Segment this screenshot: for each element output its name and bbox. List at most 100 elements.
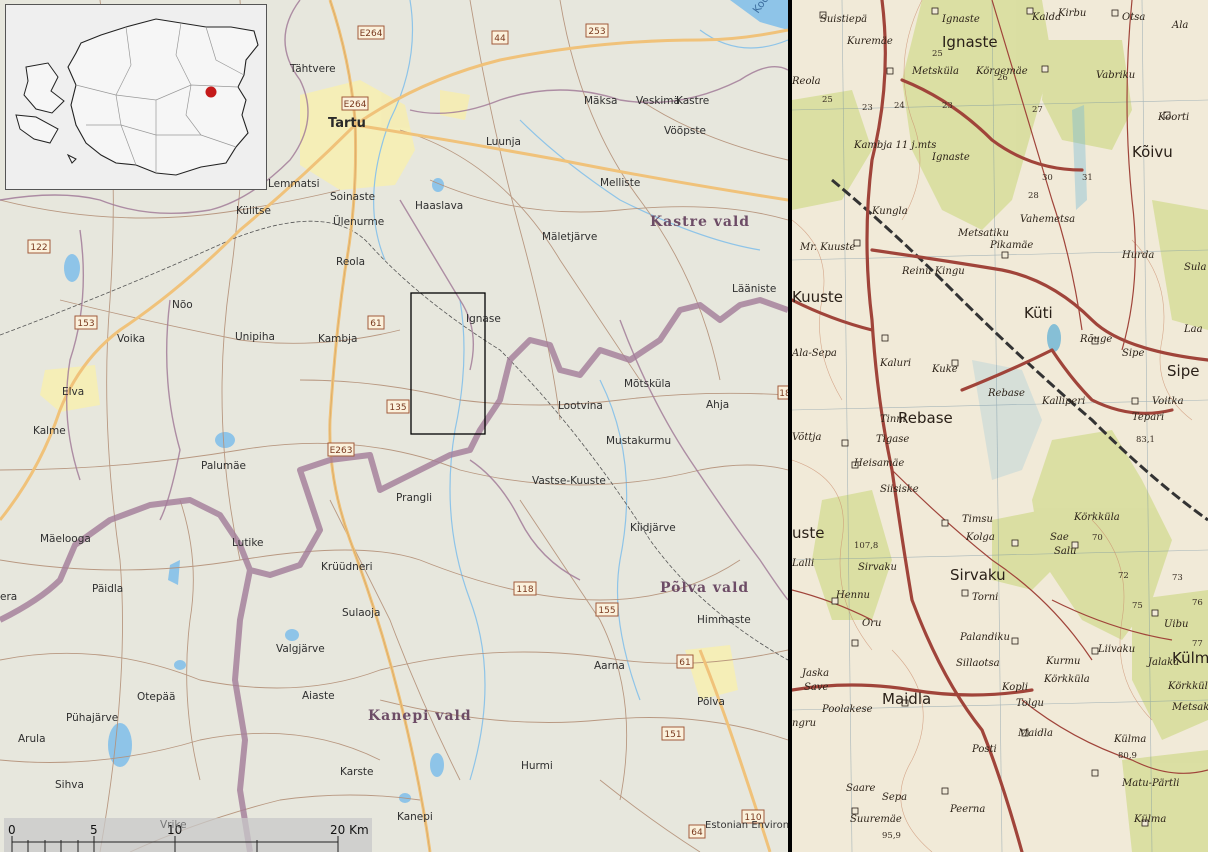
urban-areas [40,80,738,700]
label-arula: Arula [18,733,46,745]
label-kalme: Kalme [33,425,66,437]
old-label-kuke: Kuke [931,364,958,375]
shield-118: 118 [513,581,537,596]
old-label-siisiske: Siisiske [880,484,919,495]
shield-61-bottom: 61 [676,654,694,669]
svg-text:27: 27 [1032,105,1043,115]
old-label-jaska: Jaska [800,668,829,679]
label-tahtvere: Tähtvere [289,63,336,75]
svg-text:151: 151 [664,730,681,740]
svg-text:73: 73 [1172,573,1183,583]
old-label-ala: Ala [1171,20,1188,31]
old-label-palandiku: Palandiku [959,632,1010,643]
old-label-sae: Sae [1050,532,1069,543]
old-label-tepari: Tepari [1132,412,1164,423]
shield-e263: E263 [327,442,355,457]
old-label-rebase-small: Rebase [987,388,1025,399]
old-label-sirvaku-small: Sirvaku [858,562,897,573]
old-label-kalda: Kalda [1031,12,1061,23]
study-area-box [410,292,486,435]
label-maelooga: Mäelooga [40,533,91,545]
old-label-timsu: Timsu [962,514,993,525]
old-label-sula: Sula [1184,262,1206,273]
old-label-tolgu: Tolgu [1016,698,1044,709]
old-label-kulma-small: Külma [1113,734,1146,745]
svg-text:155: 155 [598,606,615,616]
svg-text:110: 110 [744,813,761,823]
label-vastse-kuuste: Vastse-Kuuste [532,475,606,487]
boundaries-thin [0,0,788,601]
shield-e264-top: E264 [357,25,385,40]
label-sihva: Sihva [55,779,84,791]
old-label-height-80: 80,9 [1118,751,1137,761]
svg-text:77: 77 [1192,639,1203,649]
old-label-pikamae: Pikamäe [989,240,1033,251]
old-label-heisamae: Heisamäe [853,458,904,469]
svg-text:30: 30 [1042,173,1053,183]
old-label-korgemae: Körgemäe [975,66,1028,77]
shield-18: 18 [777,385,788,400]
old-label-metskula: Metsküla [911,66,959,77]
label-kanepi-vald: Kanepi vald [368,708,472,724]
svg-text:26: 26 [997,73,1008,83]
label-prangli: Prangli [396,492,432,504]
old-roads-thin [792,0,1208,774]
shield-44: 44 [491,30,509,45]
old-label-reola: Reola [792,76,821,87]
farmstead-markers [819,7,1171,827]
label-polva: Põlva [697,696,725,708]
old-label-uibu: Uibu [1164,619,1188,630]
old-label-kuremae: Kuremäe [846,36,893,47]
label-puhajarve: Pühajärve [66,712,118,724]
modern-map[interactable]: E264 44 253 E264 122 153 61 135 E263 118… [0,0,788,852]
svg-text:E264: E264 [360,29,383,39]
label-kiidjarve: Kiidjärve [630,522,676,534]
label-kanepi: Kanepi [397,811,433,823]
shield-110: 110 [741,809,765,824]
place-labels: Tähtvere Tartu Lemmatsi Külitse Soinaste… [0,0,776,823]
svg-text:61: 61 [370,319,381,329]
old-label-kolga: Kolga [965,532,995,543]
old-label-kirbu: Kirbu [1057,8,1086,19]
label-reola: Reola [336,256,365,268]
old-label-salu: Salu [1054,546,1076,557]
svg-text:18: 18 [779,389,788,399]
svg-text:122: 122 [30,243,47,253]
old-label-ignaste-mid: Ignaste [931,152,970,163]
old-label-koivu: Kõivu [1132,143,1173,161]
label-maksa: Mäksa [584,95,617,107]
old-label-ngru: ngru [792,718,816,729]
old-label-kulma: Külma [1172,649,1208,667]
svg-text:E263: E263 [330,446,353,456]
label-laaniste: Lääniste [732,283,776,295]
label-aarna: Aarna [594,660,625,672]
svg-text:25: 25 [932,49,943,59]
label-voika: Voika [117,333,145,345]
label-voopste: Vöõpste [664,125,706,137]
map-grid [792,0,1208,852]
scale-label-20km: 20 Km [330,823,369,837]
old-label-vabriku: Vabriku [1096,70,1135,81]
road-shields: E264 44 253 E264 122 153 61 135 E263 118… [27,23,788,839]
svg-text:64: 64 [691,828,703,838]
label-ulenurme: Ülenurme [333,215,384,228]
label-hurmi: Hurmi [521,760,553,772]
label-melliste: Melliste [600,177,640,189]
scale-label-10: 10 [167,823,182,837]
label-soinaste: Soinaste [330,191,375,203]
old-label-height-95: 95,9 [882,831,901,841]
label-veskima: Veskimä [636,95,680,107]
old-label-laa: Laa [1183,324,1203,335]
label-palumae: Palumäe [201,460,246,472]
label-sulaoja: Sulaoja [342,607,380,619]
svg-text:23: 23 [942,101,953,111]
shield-64: 64 [688,824,706,839]
historical-map[interactable]: Suistiepä Ignaste Kalda Kirbu Otsa Ala K… [792,0,1208,852]
old-label-torni: Torni [972,592,998,603]
old-label-lalli: Lalli [792,558,814,569]
old-label-oru: Oru [862,618,881,629]
label-lemmatsi: Lemmatsi [268,178,320,190]
label-lutike: Lutike [232,537,264,549]
old-label-kambja-mts: Kambja 11 j.mts [853,140,936,151]
